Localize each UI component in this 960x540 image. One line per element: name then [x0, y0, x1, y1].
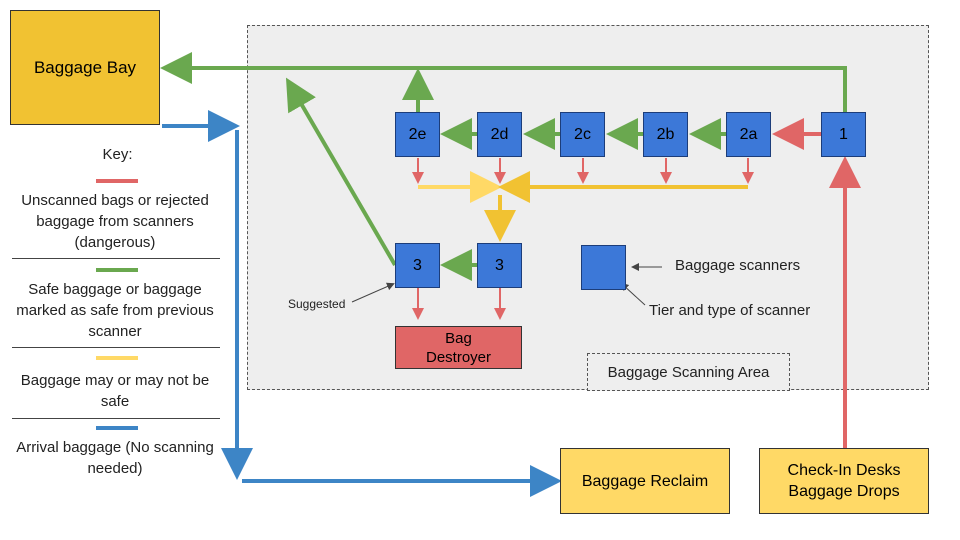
scanner-2e-label: 2e [408, 125, 427, 143]
baggage-bay-box: Baggage Bay [10, 10, 160, 125]
scanner-3-right-label: 3 [495, 256, 504, 274]
pointer-suggested [351, 282, 395, 303]
scanner-2d-label: 2d [490, 125, 509, 143]
scanner-1-label: 1 [839, 125, 848, 143]
scanner-2b: 2b [643, 112, 688, 157]
baggage-reclaim-label: Baggage Reclaim [581, 472, 709, 490]
legend-item-yellow: Baggage may or may not be safe [20, 372, 210, 410]
scanner-3-left: 3 [395, 243, 440, 288]
checkin-label-line1: Check-In Desks [787, 462, 901, 479]
baggage-reclaim-box: Baggage Reclaim [560, 448, 730, 514]
scanner-2a-label: 2a [739, 125, 758, 143]
scanner-2d: 2d [477, 112, 522, 157]
legend-divider [12, 418, 220, 419]
scanner-3-right: 3 [477, 243, 522, 288]
safe-route-3-diagonal [285, 77, 397, 267]
legend-item-blue: Arrival baggage (No scanning needed) [16, 439, 214, 477]
scanner-2b-label: 2b [656, 125, 675, 143]
checkin-label-line2: Baggage Drops [788, 483, 900, 500]
legend-divider [12, 347, 220, 348]
scanner-2c-label: 2c [574, 125, 591, 143]
scanning-area-label-text: Baggage Scanning Area [607, 363, 770, 381]
legend-item-green: Safe baggage or baggage marked as safe f… [16, 281, 214, 340]
scanner-legend-sample [581, 245, 626, 290]
scanner-3-left-label: 3 [413, 256, 422, 274]
bag-destroyer-box: Bag Destroyer [395, 326, 522, 369]
legend-item-red: Unscanned bags or rejected baggage from … [21, 192, 209, 251]
bag-destroyer-line2: Destroyer [425, 348, 492, 366]
safe-route-top [160, 52, 847, 112]
legend-title: Key: [102, 146, 133, 163]
scanner-2c: 2c [560, 112, 605, 157]
legend-divider [12, 258, 220, 259]
baggage-bay-label: Baggage Bay [33, 57, 137, 77]
scanner-2a: 2a [726, 112, 771, 157]
scanner-1: 1 [821, 112, 866, 157]
scanning-area-label: Baggage Scanning Area [587, 353, 790, 391]
note-tier-type: Tier and type of scanner [649, 302, 811, 319]
scanner-2e: 2e [395, 112, 440, 157]
checkin-box: Check-In Desks Baggage Drops [759, 448, 929, 514]
note-baggage-scanners: Baggage scanners [675, 257, 801, 274]
bag-destroyer-line1: Bag [445, 329, 472, 347]
note-suggested: Suggested [288, 297, 346, 311]
